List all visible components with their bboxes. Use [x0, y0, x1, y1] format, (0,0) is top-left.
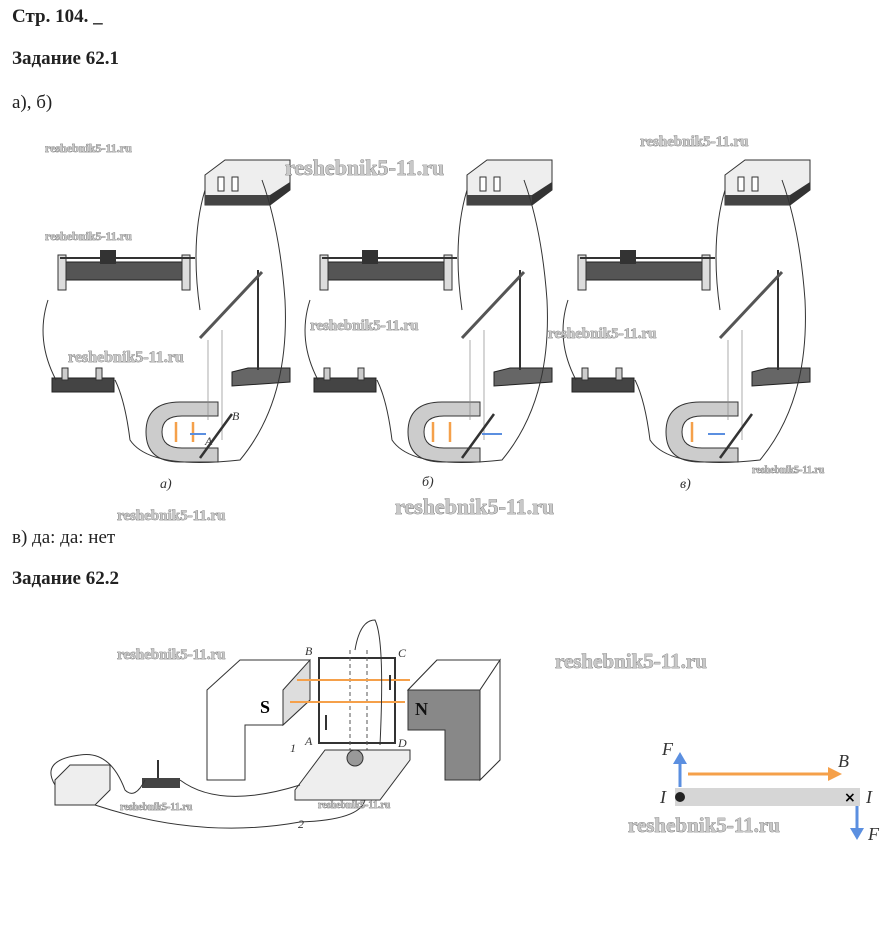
svg-text:reshebnik5-11.ru: reshebnik5-11.ru — [117, 508, 226, 524]
svg-text:reshebnik5-11.ru: reshebnik5-11.ru — [318, 800, 391, 811]
apparatus-b — [303, 158, 554, 464]
apparatus-c — [561, 158, 812, 464]
field-lines — [290, 679, 410, 703]
answer-62-1: в) да: да: нет — [12, 527, 116, 548]
figure-62-1: A B а) б) в) reshebnik5-11.ru reshebnik5… — [41, 134, 825, 525]
svg-text:1: 1 — [290, 741, 296, 755]
figure-label-c: в) — [680, 477, 691, 492]
svg-text:reshebnik5-11.ru: reshebnik5-11.ru — [555, 649, 707, 673]
force-diagram: × F B I I F — [659, 739, 880, 844]
svg-text:B: B — [305, 644, 313, 658]
watermarks-1: reshebnik5-11.ru reshebnik5-11.ru resheb… — [45, 134, 825, 525]
svg-text:reshebnik5-11.ru: reshebnik5-11.ru — [45, 141, 132, 155]
svg-text:C: C — [398, 646, 407, 660]
svg-text:reshebnik5-11.ru: reshebnik5-11.ru — [628, 813, 780, 837]
svg-text:D: D — [397, 736, 407, 750]
svg-text:reshebnik5-11.ru: reshebnik5-11.ru — [45, 229, 132, 243]
svg-text:B: B — [838, 751, 849, 771]
figure-62-2: S N B C A D 1 2 × F B I I F r — [50, 619, 880, 844]
svg-text:F: F — [661, 739, 674, 759]
figure-label-b: б) — [422, 475, 434, 490]
apparatus-a — [41, 158, 292, 464]
svg-text:reshebnik5-11.ru: reshebnik5-11.ru — [548, 326, 657, 342]
field-arrows-b — [431, 422, 452, 442]
subparts-label: а), б) — [12, 92, 53, 113]
svg-text:reshebnik5-11.ru: reshebnik5-11.ru — [310, 318, 419, 334]
svg-text:reshebnik5-11.ru: reshebnik5-11.ru — [395, 494, 554, 519]
svg-text:reshebnik5-11.ru: reshebnik5-11.ru — [285, 155, 444, 180]
svg-text:reshebnik5-11.ru: reshebnik5-11.ru — [640, 134, 749, 150]
svg-text:A: A — [304, 734, 313, 748]
svg-text:F: F — [867, 824, 880, 844]
force-up-arrow — [673, 752, 687, 764]
svg-text:reshebnik5-11.ru: reshebnik5-11.ru — [117, 647, 226, 663]
force-down-arrow — [850, 828, 864, 840]
svg-text:2: 2 — [298, 817, 304, 831]
svg-text:I: I — [659, 787, 667, 807]
task-title-62-1: Задание 62.1 — [12, 48, 119, 69]
task-title-62-2: Задание 62.2 — [12, 568, 119, 589]
svg-text:reshebnik5-11.ru: reshebnik5-11.ru — [120, 802, 193, 813]
svg-text:reshebnik5-11.ru: reshebnik5-11.ru — [752, 465, 825, 476]
label-b: B — [232, 409, 240, 423]
magnet-south-label: S — [260, 697, 270, 717]
field-arrow-b — [828, 767, 842, 781]
svg-text:reshebnik5-11.ru: reshebnik5-11.ru — [68, 349, 184, 366]
figure-label-a: а) — [160, 477, 172, 492]
field-arrows-a — [174, 422, 195, 442]
current-in-cross: × — [844, 790, 856, 806]
page-header: Стр. 104. _ — [12, 6, 103, 27]
current-out-dot — [675, 792, 685, 802]
magnet-north-label: N — [415, 699, 428, 719]
svg-text:I: I — [865, 787, 873, 807]
frame-labels: B C A D 1 2 — [290, 644, 407, 831]
watermarks-2: reshebnik5-11.ru reshebnik5-11.ru resheb… — [117, 647, 781, 838]
label-a: A — [204, 434, 213, 448]
